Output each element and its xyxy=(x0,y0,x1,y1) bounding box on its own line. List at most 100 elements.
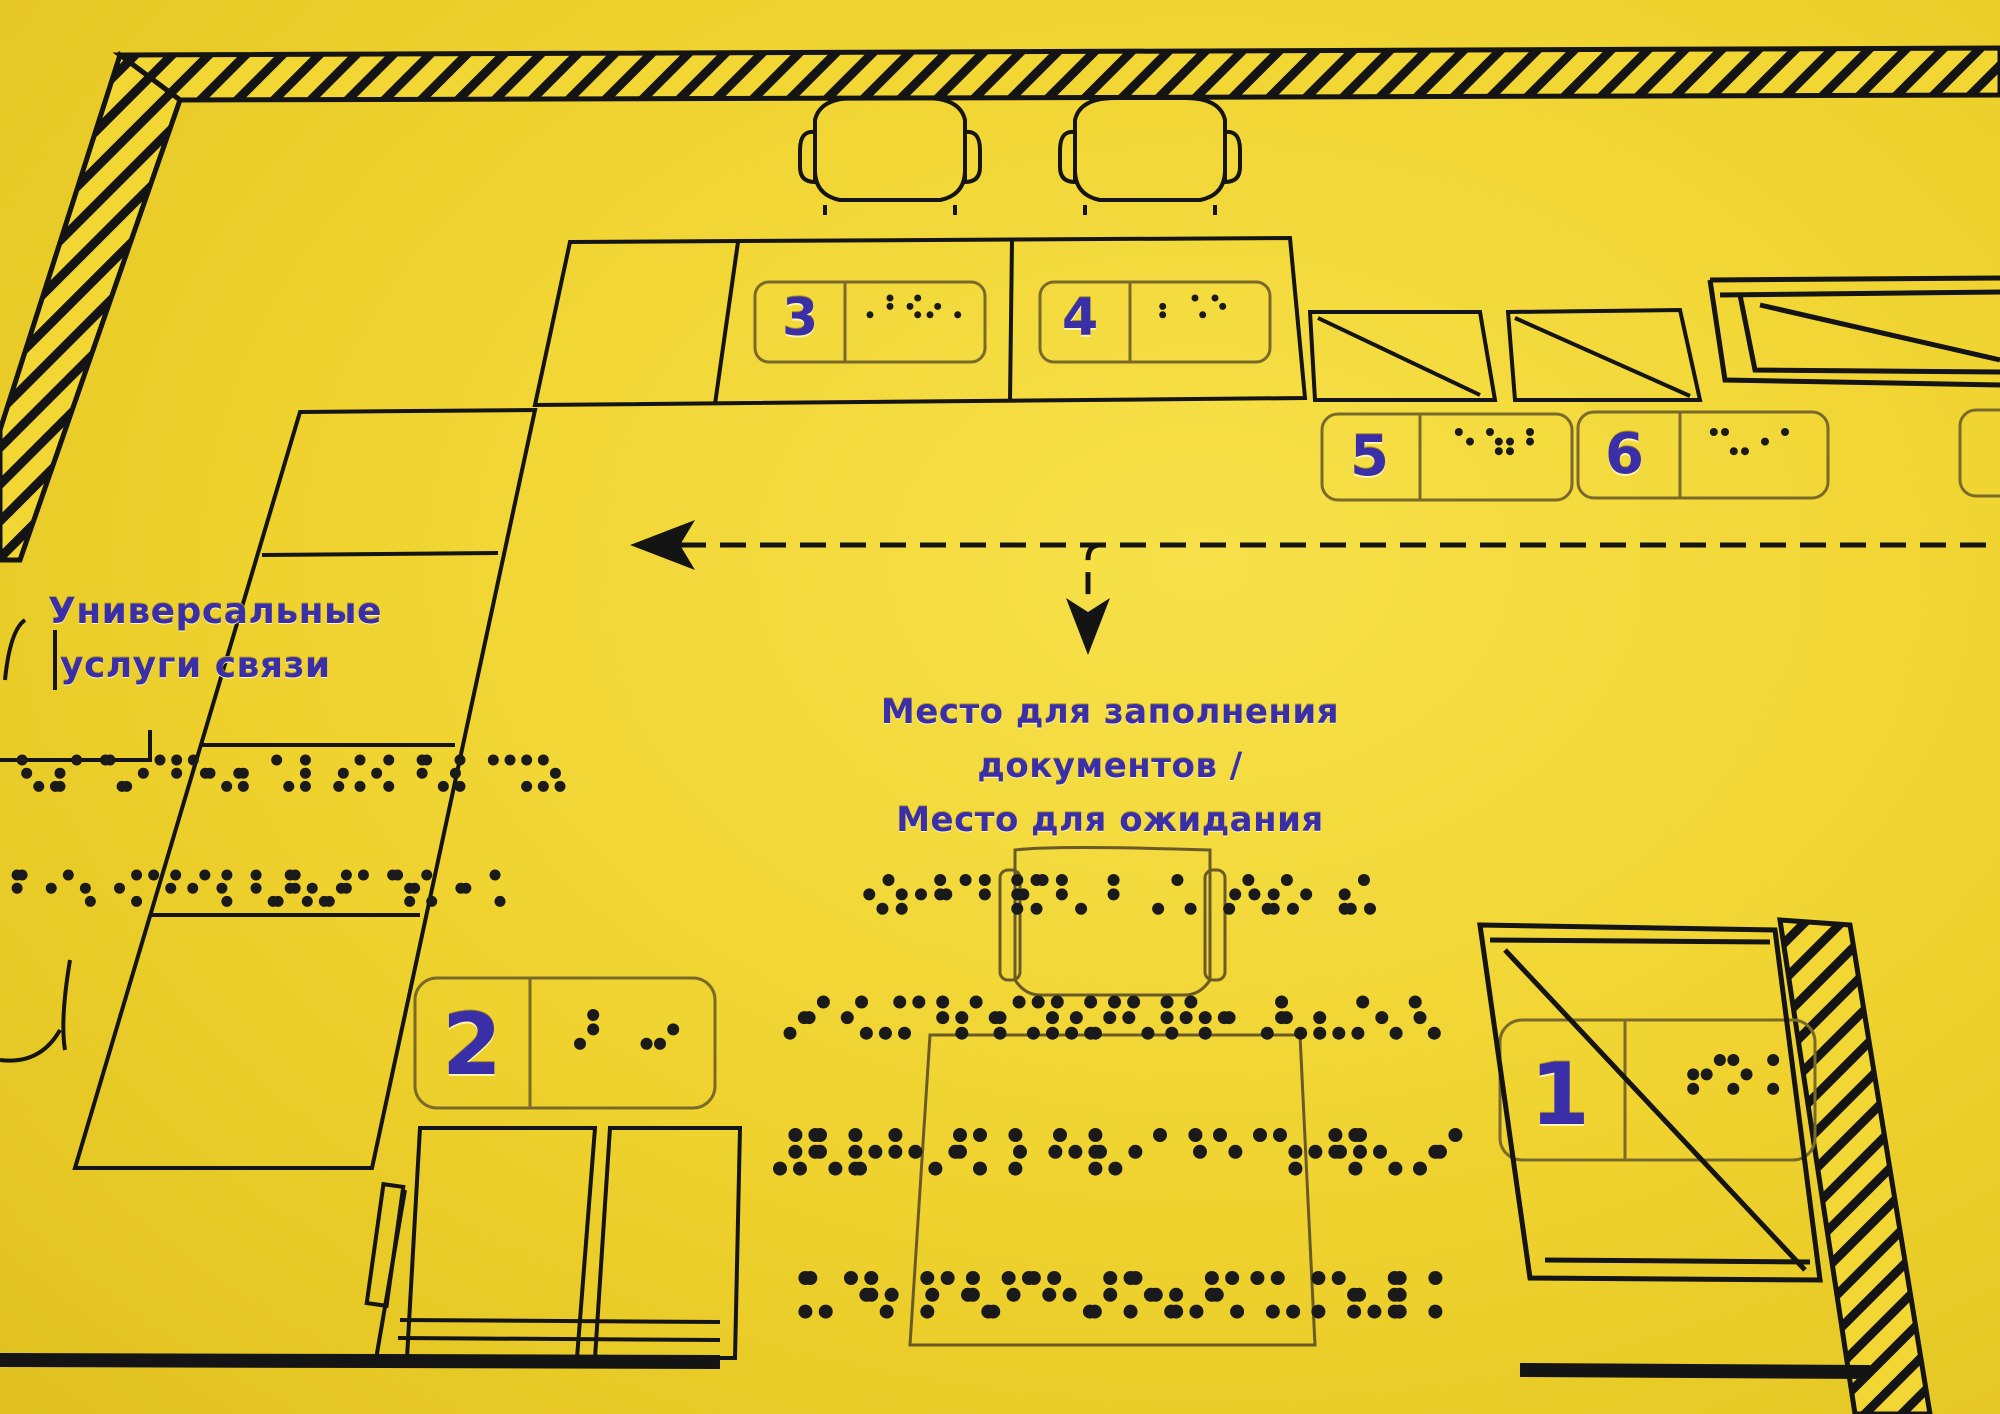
braille-dot xyxy=(587,1009,600,1021)
braille-dot xyxy=(104,754,116,766)
braille-dot xyxy=(906,302,914,310)
braille-dot xyxy=(1013,1144,1027,1159)
braille-dot xyxy=(1248,888,1261,901)
braille-dot xyxy=(1260,1026,1274,1040)
braille-dot xyxy=(1159,311,1167,319)
braille-dot xyxy=(1506,447,1514,456)
braille-dot xyxy=(1392,1304,1407,1319)
braille-dot xyxy=(1413,1161,1427,1176)
braille-dot xyxy=(1084,995,1098,1009)
braille-dot xyxy=(1486,428,1494,436)
braille-dot xyxy=(925,1287,940,1302)
braille-dot xyxy=(33,780,45,792)
braille-dot xyxy=(1031,995,1045,1009)
braille-dot xyxy=(895,902,908,915)
braille-dot xyxy=(1229,888,1242,901)
braille-dot xyxy=(1008,1161,1023,1176)
braille-dot xyxy=(1364,902,1376,915)
braille-dot xyxy=(1294,1026,1308,1040)
braille-dot xyxy=(271,754,283,766)
braille-dot xyxy=(955,1011,969,1025)
braille-dot xyxy=(165,882,177,894)
braille-dot xyxy=(409,882,421,894)
braille-dot xyxy=(813,1144,827,1159)
braille-dot xyxy=(392,869,404,881)
braille-dot xyxy=(855,995,869,1009)
braille-dot xyxy=(1108,995,1122,1009)
braille-dot xyxy=(1265,1304,1280,1319)
braille-dot xyxy=(940,888,953,901)
braille-dot xyxy=(928,1161,943,1176)
braille-dot xyxy=(250,882,262,894)
braille-dot xyxy=(1030,902,1043,915)
braille-dot xyxy=(882,874,895,886)
braille-dot xyxy=(1367,1304,1382,1319)
braille-dot xyxy=(299,780,311,792)
braille-dot xyxy=(888,1144,903,1159)
braille-dot xyxy=(965,1271,980,1285)
braille-dot xyxy=(1494,437,1503,446)
braille-dot xyxy=(1103,1271,1118,1285)
braille-dot xyxy=(170,869,182,881)
braille-dot xyxy=(868,1144,883,1159)
braille-dot xyxy=(1275,995,1289,1009)
braille-dot xyxy=(1160,1011,1174,1025)
braille-dot xyxy=(79,882,91,894)
braille-dot xyxy=(1088,1026,1102,1040)
braille-dot xyxy=(131,869,143,881)
braille-dot xyxy=(337,767,349,779)
braille-dot xyxy=(148,869,160,881)
braille-dot xyxy=(404,895,416,907)
braille-dot xyxy=(1433,1144,1447,1159)
braille-dot xyxy=(1721,428,1729,436)
braille-dot xyxy=(1211,294,1219,302)
braille-dot xyxy=(340,882,352,894)
braille-dot xyxy=(773,1161,787,1176)
braille-dot xyxy=(16,869,28,881)
door-icon xyxy=(1477,922,1823,1283)
braille-dot xyxy=(354,754,366,766)
braille-dot xyxy=(1727,1054,1740,1066)
braille-dot xyxy=(1087,1304,1102,1319)
window-number-5: 5 xyxy=(1350,424,1389,489)
braille-dot xyxy=(898,1026,912,1040)
braille-dot xyxy=(1270,1271,1285,1285)
hatched-wall-icon xyxy=(0,45,2000,1414)
braille-dot xyxy=(1048,1144,1063,1159)
braille-dot xyxy=(1026,1271,1041,1285)
braille-dot xyxy=(216,882,228,894)
braille-dot xyxy=(816,995,830,1009)
braille-dot xyxy=(1729,447,1738,456)
braille-dot xyxy=(454,754,466,766)
braille-dot xyxy=(494,895,506,907)
braille-dot xyxy=(121,780,133,792)
braille-dot xyxy=(301,895,313,907)
braille-dot xyxy=(936,995,950,1009)
braille-dot xyxy=(914,888,927,901)
braille-dot xyxy=(1781,428,1789,436)
braille-dot xyxy=(460,882,472,894)
braille-dot xyxy=(1062,1287,1077,1302)
braille-dot xyxy=(383,754,395,766)
braille-dot xyxy=(1093,1144,1107,1159)
braille-dot xyxy=(521,780,533,792)
braille-dot xyxy=(1428,1304,1443,1319)
braille-dot xyxy=(953,1128,967,1142)
braille-dot xyxy=(1171,874,1184,886)
braille-dot xyxy=(978,888,991,901)
braille-dot xyxy=(1328,1128,1343,1142)
braille-dot xyxy=(848,1128,863,1142)
braille-dot xyxy=(1279,1011,1293,1025)
braille-dot xyxy=(237,780,249,792)
braille-dot xyxy=(574,1037,586,1050)
braille-dot xyxy=(437,780,449,792)
braille-dot xyxy=(16,754,28,766)
braille-dot xyxy=(1001,1271,1016,1285)
braille-dot xyxy=(1160,995,1174,1009)
braille-dot xyxy=(1179,1011,1193,1025)
braille-dot xyxy=(1189,1304,1204,1319)
braille-dot xyxy=(1209,1287,1224,1302)
braille-dot xyxy=(1526,428,1534,436)
braille-dot xyxy=(1338,888,1351,901)
